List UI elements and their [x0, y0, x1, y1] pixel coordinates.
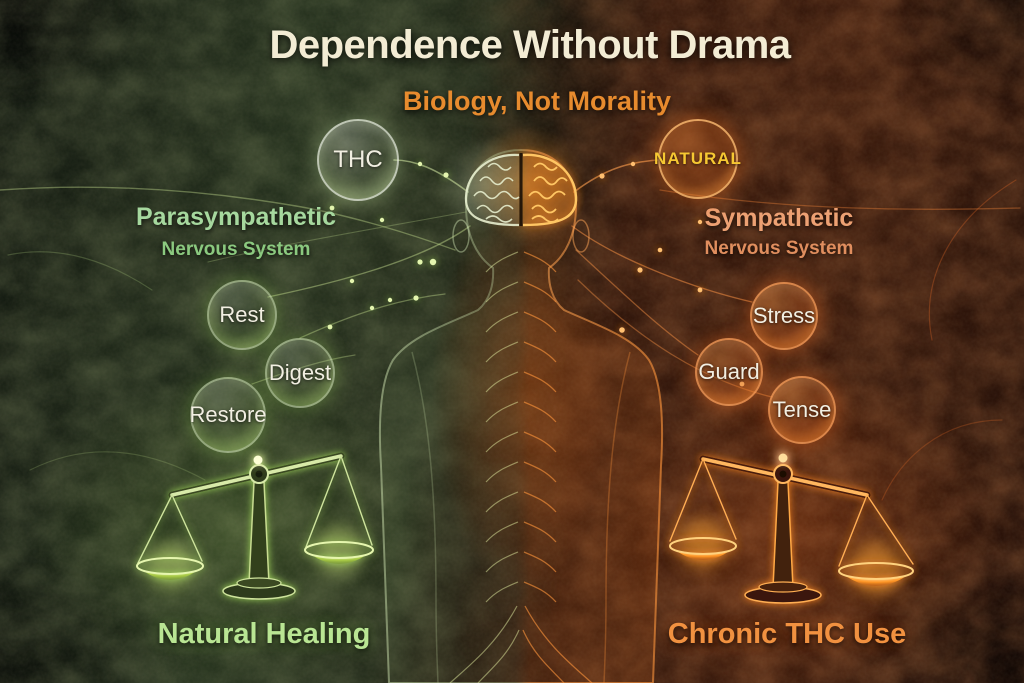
page-subtitle: Biology, Not Morality	[403, 85, 671, 116]
chronic-thc-caption: Chronic THC Use	[667, 617, 907, 650]
bubble-natural-label: NATURAL	[654, 149, 742, 168]
bubble-tense: Tense	[768, 376, 836, 444]
sympathetic-subheading: Nervous System	[704, 238, 854, 260]
bubble-rest: Rest	[207, 280, 277, 350]
natural-healing-caption: Natural Healing	[157, 617, 371, 650]
right-ear	[572, 219, 590, 253]
parasympathetic-heading: Parasympathetic	[135, 202, 337, 231]
bubble-stress: Stress	[750, 282, 818, 350]
page-title: Dependence Without Drama	[269, 23, 791, 67]
bubble-natural: NATURAL	[654, 119, 741, 199]
bubble-restore-label: Restore	[189, 402, 267, 427]
bubble-digest-label: Digest	[268, 360, 332, 385]
brain-illustration	[464, 153, 578, 227]
bubble-stress-label: Stress	[752, 303, 816, 328]
bubble-thc-label: THC	[333, 146, 383, 173]
nerve-ribs-right	[522, 251, 593, 683]
bubble-guard-label: Guard	[698, 359, 760, 384]
scale-natural-healing	[136, 452, 374, 600]
bubble-restore: Restore	[189, 377, 267, 453]
nerve-ribs-left	[449, 251, 520, 683]
left-ear	[452, 219, 470, 253]
brain-right-hemisphere	[522, 153, 578, 227]
bubble-rest-label: Rest	[219, 302, 265, 327]
bubble-thc: THC	[317, 119, 399, 201]
bubble-tense-label: Tense	[772, 397, 832, 422]
scale-chronic-thc	[669, 453, 914, 604]
brain-left-hemisphere	[464, 153, 520, 227]
bubble-digest: Digest	[265, 338, 335, 408]
bubble-guard: Guard	[695, 338, 763, 406]
sympathetic-heading: Sympathetic	[704, 203, 854, 232]
parasympathetic-subheading: Nervous System	[161, 239, 311, 261]
